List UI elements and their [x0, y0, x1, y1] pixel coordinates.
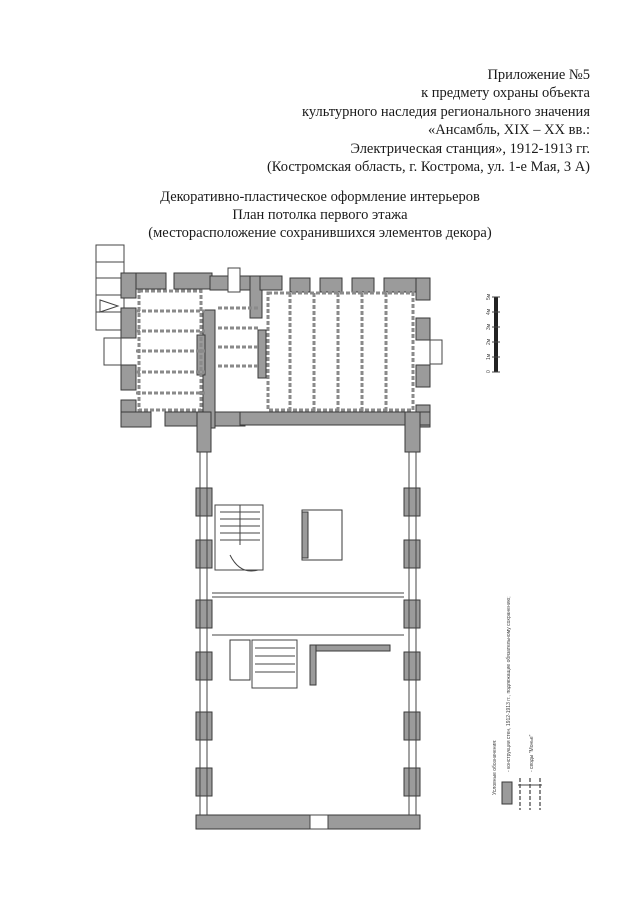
header-line: Электрическая станция», 1912-1913 гг. [350, 140, 590, 157]
title-line: (месторасположение сохранившихся элемент… [148, 225, 492, 241]
header-line: (Костромская область, г. Кострома, ул. 1… [266, 159, 590, 176]
header-line: к предмету охраны объекта [421, 85, 590, 102]
title-line: Декоративно-пластическое оформление инте… [160, 189, 480, 205]
plan-title: Декоративно-пластическое оформление инте… [0, 188, 640, 242]
legend-item-vaults: - своды "Монье" [529, 734, 535, 772]
monier-vaults [136, 289, 415, 412]
walls [120, 272, 431, 830]
scale-label: 1м [486, 353, 492, 360]
scale-label: 0 [486, 370, 492, 373]
window-lines [103, 267, 443, 830]
legend: Условные обозначения: - конструкции стен… [492, 596, 542, 810]
scale-label: 3м [486, 323, 492, 330]
header-line: культурного наследия регионального значе… [302, 103, 590, 120]
staircase [214, 504, 298, 689]
exterior-stair [95, 244, 125, 331]
scale-label: 4м [486, 308, 492, 315]
legend-item-walls: - конструкции стен, 1912-1913 гг., подле… [506, 596, 512, 772]
scale-bar: 0 1м 2м 3м 4м 5м [486, 293, 500, 373]
appendix-header: Приложение №5 к предмету охраны объекта … [267, 66, 590, 176]
title-line: План потолка первого этажа [232, 207, 408, 223]
scale-label: 5м [486, 293, 492, 300]
scale-label: 2м [486, 338, 492, 345]
header-line: Приложение №5 [487, 67, 590, 83]
legend-wall-swatch [501, 781, 513, 805]
legend-heading: Условные обозначения: [492, 740, 498, 795]
header-line: «Ансамбль, XIX – XX вв.: [427, 122, 590, 139]
